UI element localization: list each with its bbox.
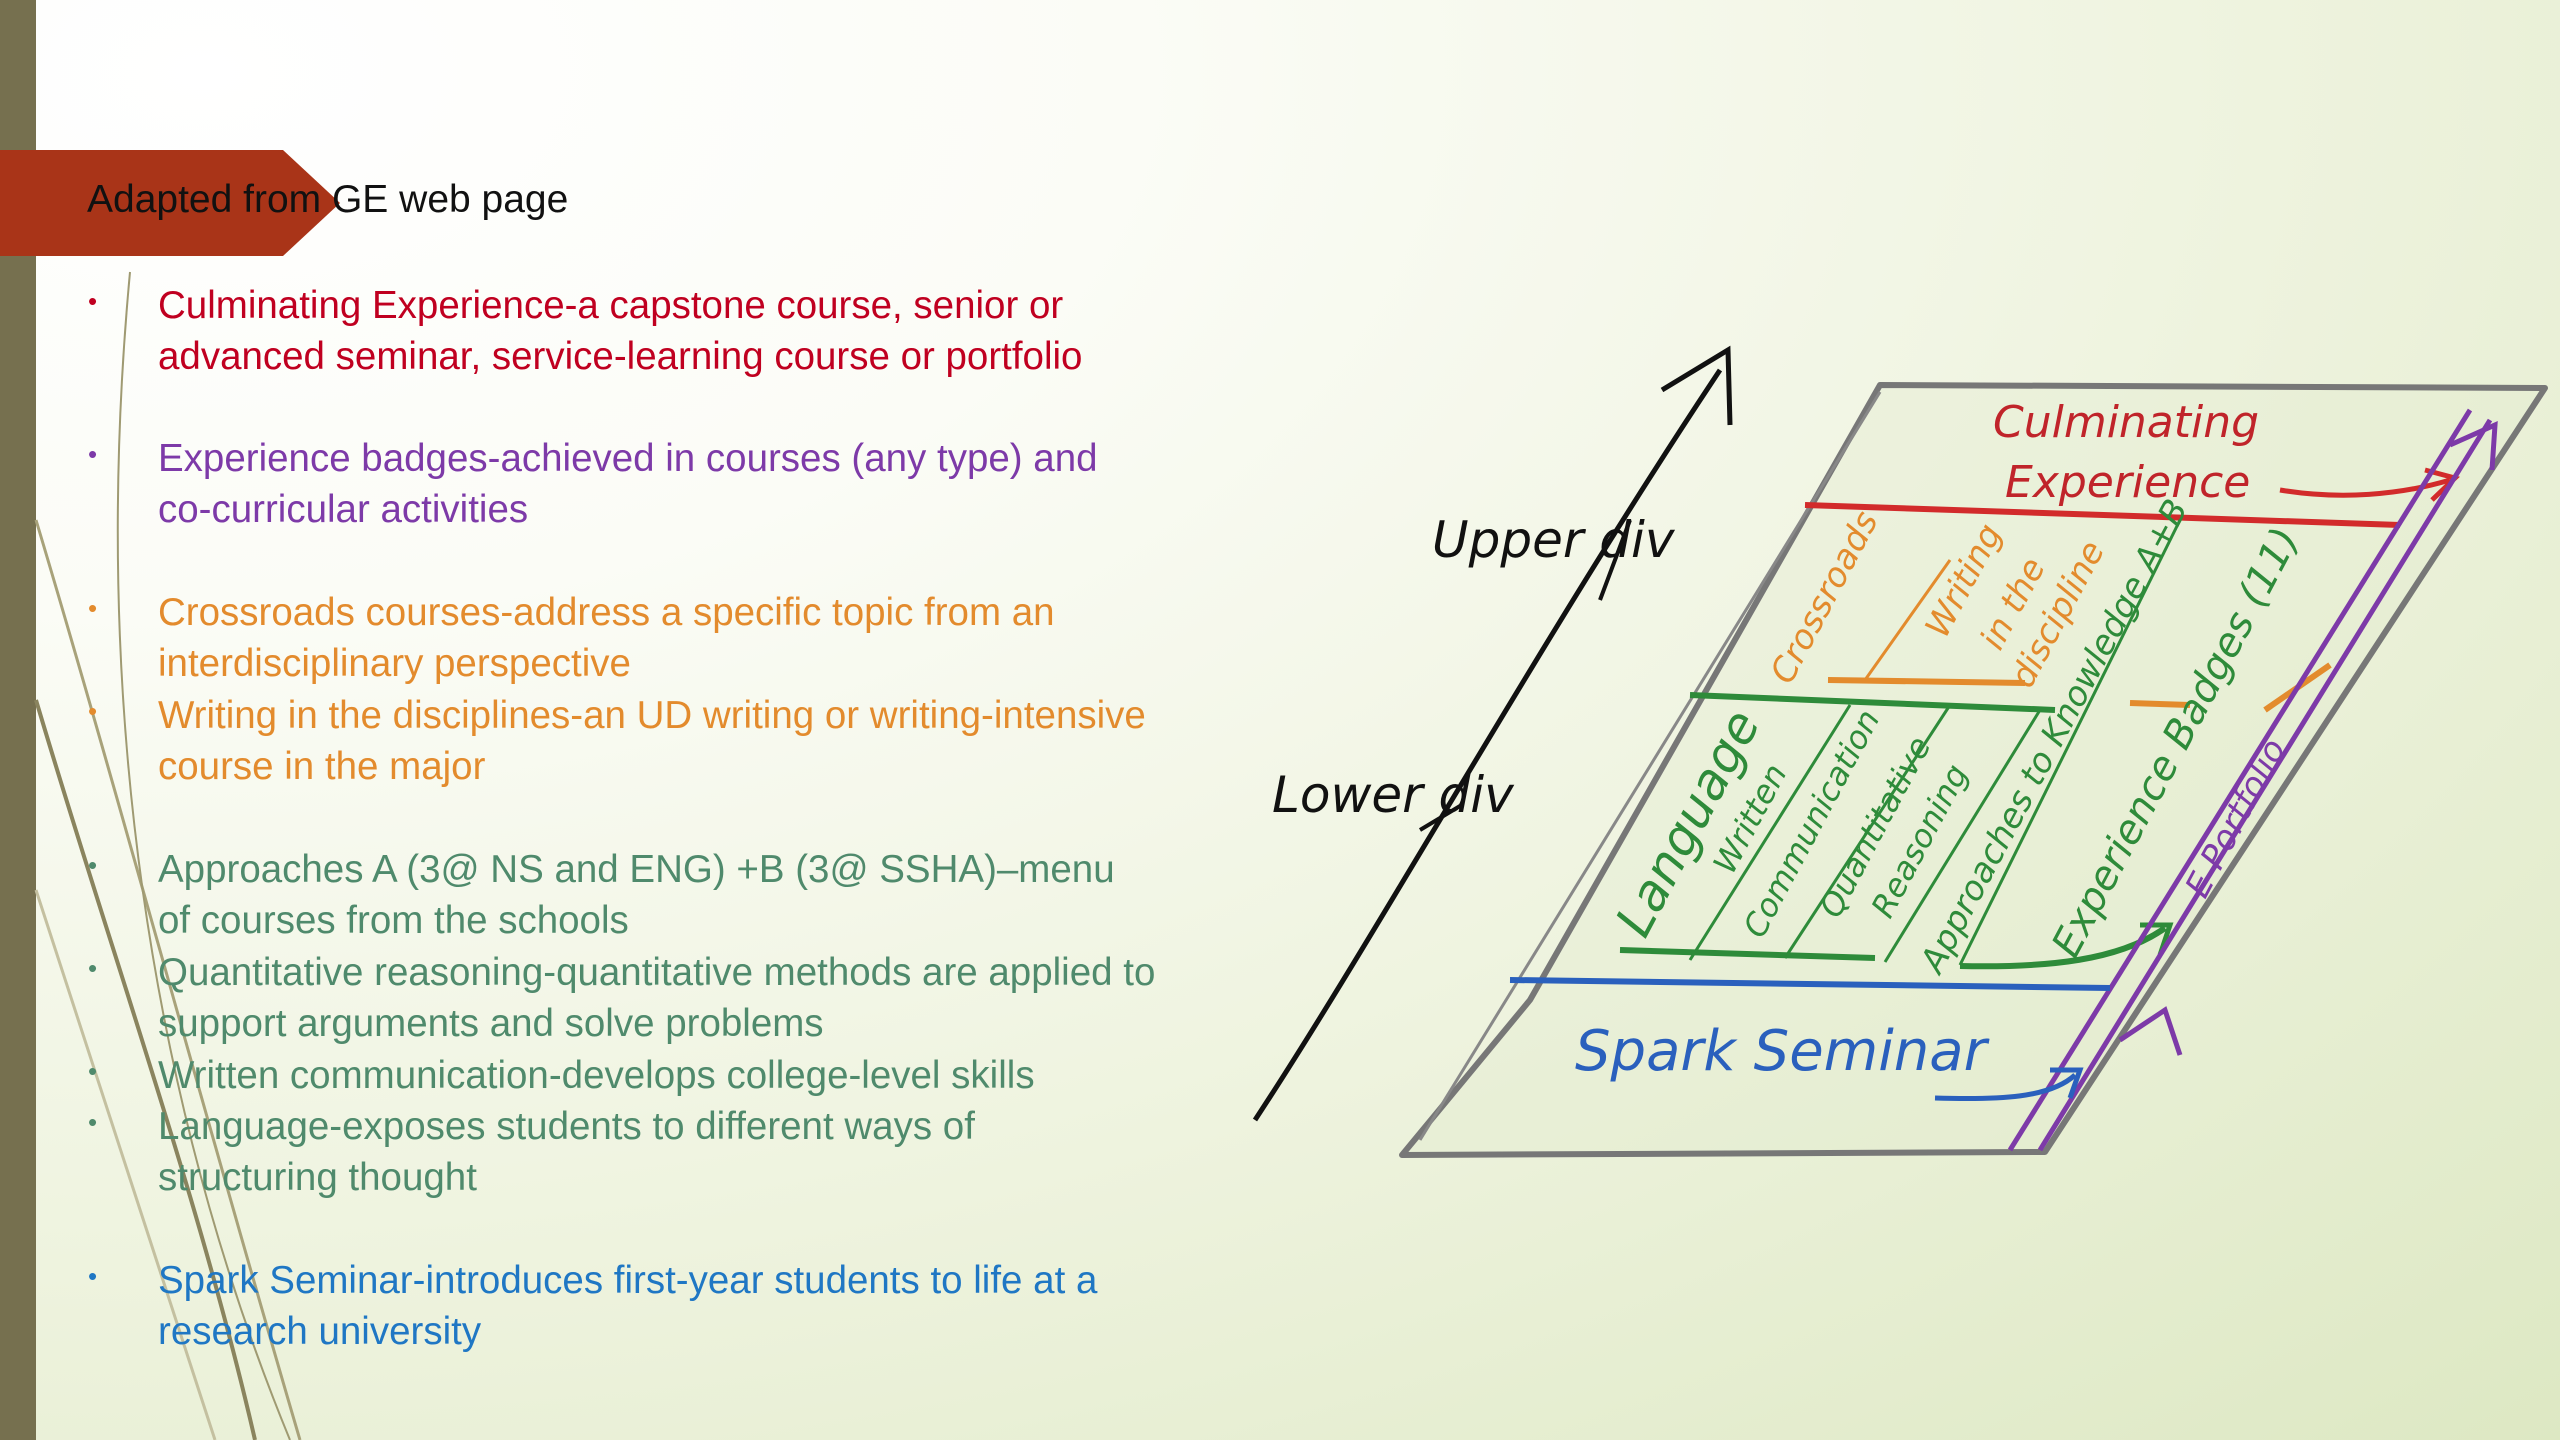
crossroads-underline [1827, 677, 2026, 686]
bullet-line: Culminating Experience-a capstone course… [158, 284, 1064, 327]
bullet-line: Spark Seminar-introduces first-year stud… [158, 1259, 1098, 1302]
portfolio-line-1 [2007, 408, 2473, 1152]
culminating-arrow [2279, 477, 2451, 498]
spark-label: Spark Seminar [1575, 1019, 1990, 1084]
lower-div-label: Lower div [1272, 766, 1515, 824]
bullet-line: advanced seminar, service-learning cours… [158, 335, 1083, 378]
bullet-line: research university [158, 1310, 482, 1353]
bullet-dot: • [88, 1261, 98, 1291]
bullet-dot: • [88, 1056, 98, 1086]
portfolio-line-2 [2037, 418, 2493, 1152]
bullet-line: Crossroads courses-address a specific to… [158, 591, 1055, 634]
progression-arrow [1252, 368, 1723, 1122]
bullet-line: Written communication-develops college-l… [158, 1054, 1035, 1097]
bullet-dot: • [88, 850, 98, 880]
bullet-line: structuring thought [158, 1156, 477, 1199]
badges-green-arrow [1959, 925, 2167, 970]
bullet-approaches: Approaches A (3@ NS and ENG) +B (3@ SSHA… [158, 844, 1288, 946]
bullet-dot: • [88, 1107, 98, 1137]
bullet-line: course in the major [158, 745, 486, 788]
culminating-line [1804, 502, 2401, 528]
bullet-culminating: Culminating Experience-a capstone course… [158, 280, 1288, 382]
bullet-crossroads: Crossroads courses-address a specific to… [158, 587, 1288, 689]
bullet-language: Language-exposes students to different w… [158, 1101, 1288, 1203]
lower-green-line [1619, 947, 1876, 961]
bullet-writing: Writing in the disciplines-an UD writing… [158, 690, 1288, 792]
bullet-list: • Culminating Experience-a capstone cour… [88, 280, 1288, 1357]
decorative-curves [34, 271, 302, 1440]
bullet-dot: • [88, 696, 98, 726]
bullet-dot: • [88, 953, 98, 983]
curriculum-sheet [1399, 382, 2548, 1158]
bullet-line: support arguments and solve problems [158, 1002, 824, 1045]
upper-div-tick [1598, 519, 1632, 601]
bullet-line: of courses from the schools [158, 899, 629, 942]
spark-arrow [1934, 1073, 2077, 1102]
bullet-line: Experience badges-achieved in courses (a… [158, 437, 1098, 480]
spark-line [1509, 977, 2111, 991]
bullet-line: Writing in the disciplines-an UD writing… [158, 694, 1146, 737]
bullet-dot: • [88, 286, 98, 316]
lower-div-tick [1418, 804, 1462, 832]
bullet-line: co-curricular activities [158, 488, 529, 531]
culminating-label-2: Experience [2005, 457, 2250, 508]
upper-green-line [1689, 692, 2056, 713]
sheet-edge [1418, 391, 1882, 1141]
bullet-quantitative: Quantitative reasoning-quantitative meth… [158, 947, 1288, 1049]
bullet-dot: • [88, 439, 98, 469]
bullet-line: interdisciplinary perspective [158, 642, 631, 685]
bullet-line: Quantitative reasoning-quantitative meth… [158, 951, 1156, 994]
bullet-badges: Experience badges-achieved in courses (a… [158, 433, 1288, 535]
bullet-spark: Spark Seminar-introduces first-year stud… [158, 1255, 1288, 1357]
bullet-line: Approaches A (3@ NS and ENG) +B (3@ SSHA… [158, 848, 1115, 891]
culminating-label-1: Culminating [1993, 397, 2259, 448]
page-title: Adapted from GE web page [87, 178, 569, 221]
bullet-dot: • [88, 593, 98, 623]
bullet-line: Language-exposes students to different w… [158, 1105, 975, 1148]
title-banner [0, 150, 340, 256]
upper-div-label: Upper div [1432, 511, 1676, 569]
bullet-written: Written communication-develops college-l… [158, 1050, 1288, 1101]
arrow-head [1660, 345, 1733, 426]
